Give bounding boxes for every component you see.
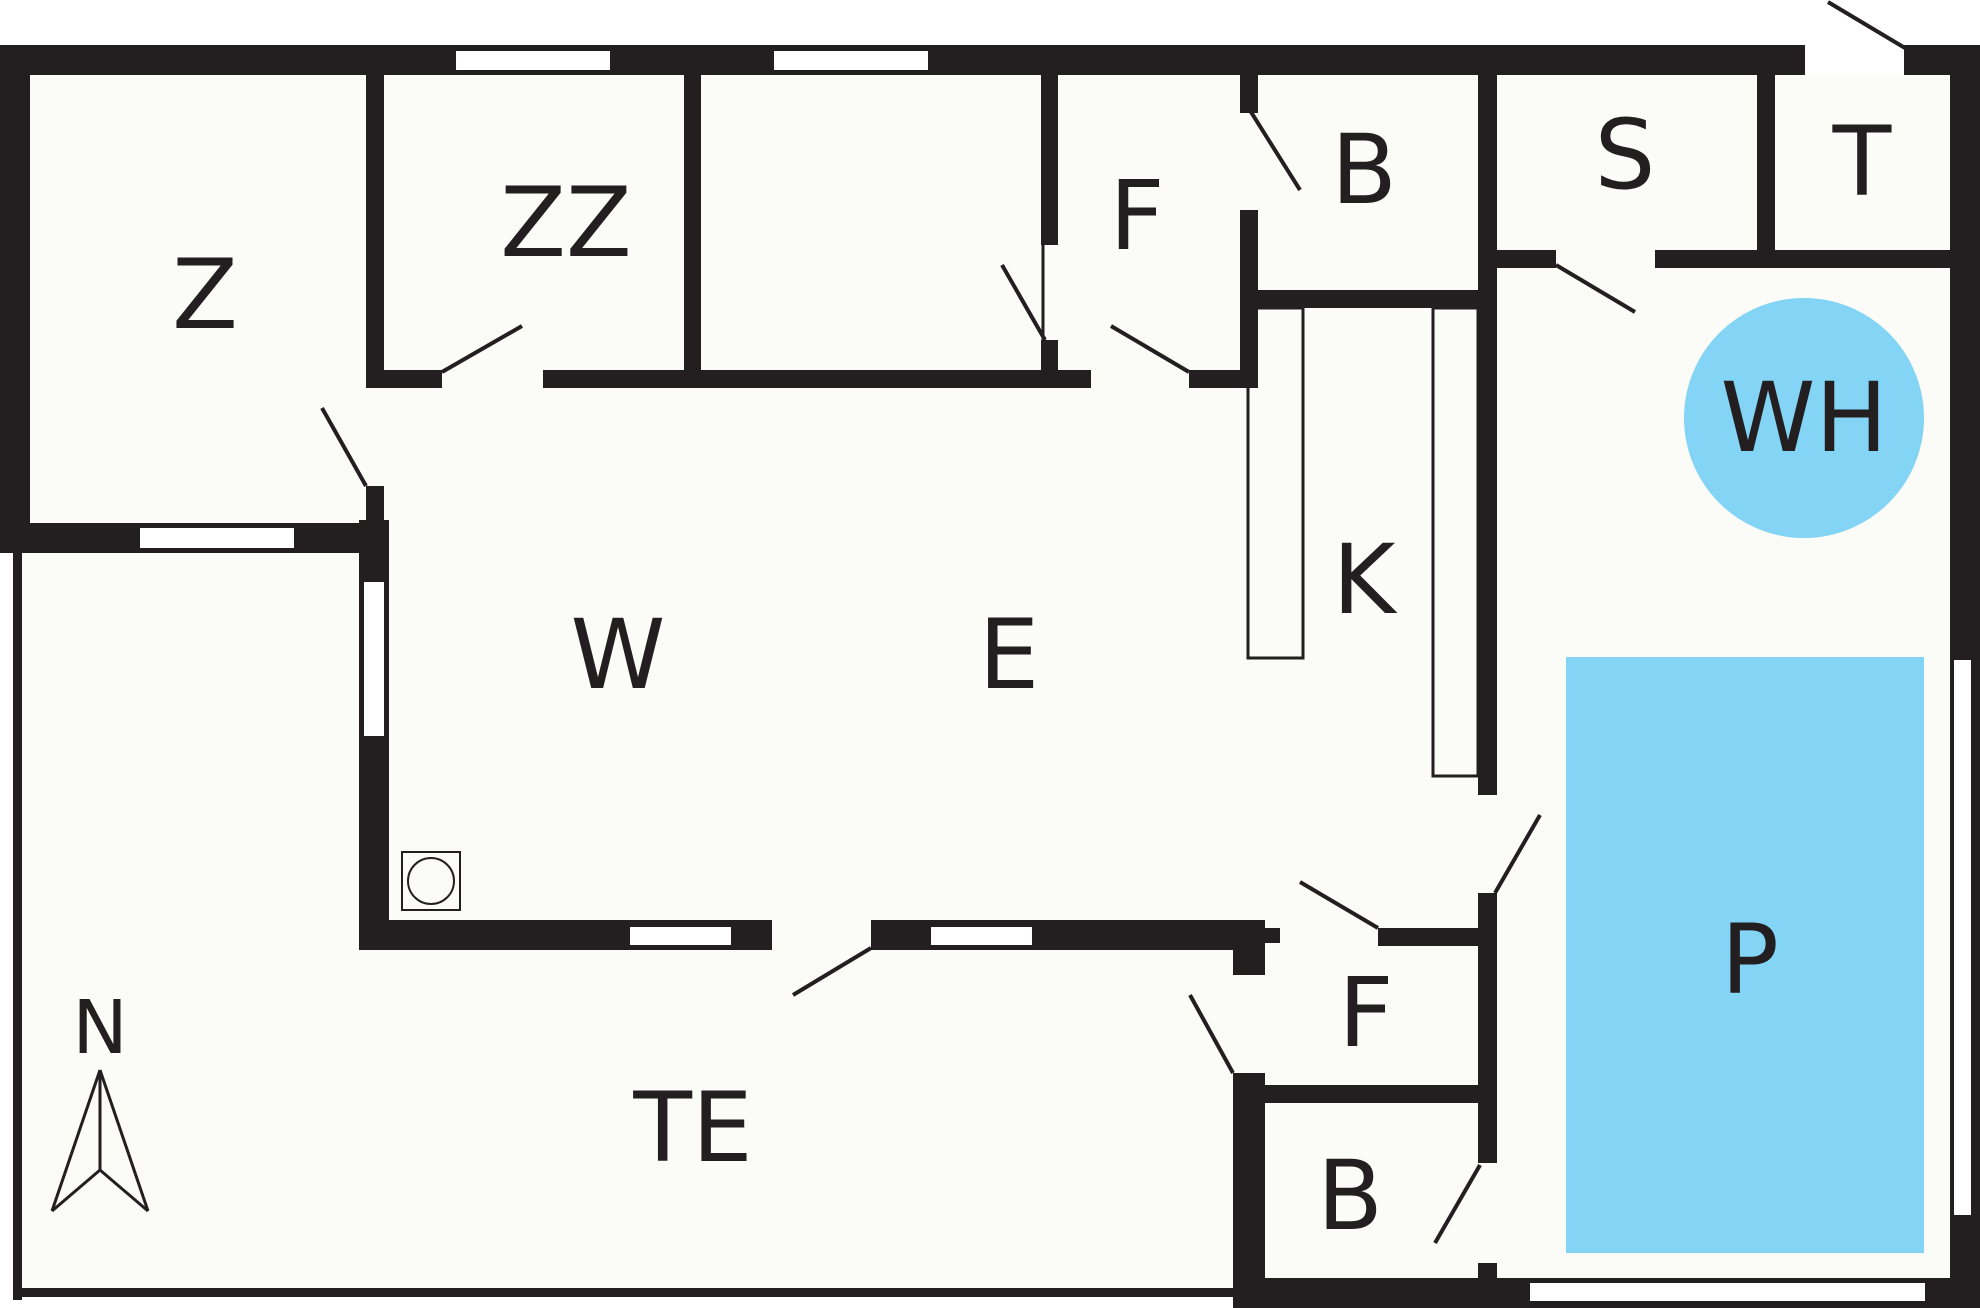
whirlpool (1684, 298, 1924, 538)
pool (1566, 657, 1924, 1253)
room-label-z: Z (172, 239, 238, 351)
room-label-k: K (1333, 524, 1398, 636)
room-label-zz: ZZ (500, 167, 632, 279)
kitchen-counters (1246, 306, 1480, 778)
room-label-e: E (979, 599, 1040, 711)
room-label-wh: WH (1720, 362, 1887, 474)
compass-label: N (72, 985, 127, 1071)
north-arrow-icon: N (50, 985, 150, 1213)
doors (320, 0, 1907, 1263)
windows (140, 45, 1971, 1301)
room-label-w: W (571, 599, 666, 711)
stove-icon (401, 851, 461, 911)
room-label-p: P (1721, 904, 1779, 1016)
room-label-b-upper: B (1331, 114, 1397, 226)
room-label-t: T (1832, 106, 1892, 218)
room-label-f-lower: F (1338, 957, 1393, 1069)
room-label-f-upper: F (1109, 160, 1164, 272)
room-label-b-lower: B (1317, 1140, 1383, 1252)
room-label-s: S (1595, 99, 1656, 211)
room-label-te: TE (632, 1072, 752, 1184)
room-labels: Z ZZ F B S T WH K W E P F B TE (172, 99, 1892, 1252)
